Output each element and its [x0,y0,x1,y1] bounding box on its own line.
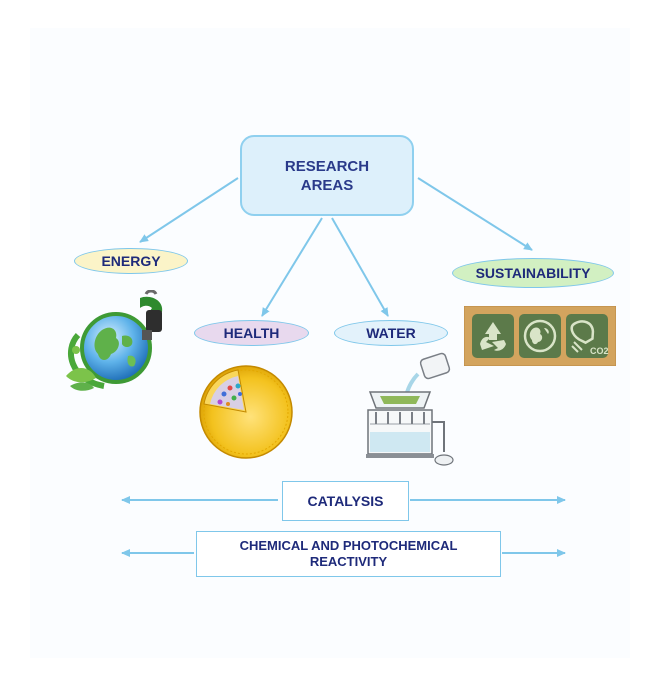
arrow-to-water [331,217,389,317]
research-areas-box: RESEARCH AREAS [240,135,414,216]
water-filter-icon [366,352,454,466]
reactivity-box: CHEMICAL AND PHOTOCHEMICAL REACTIVITY [196,531,501,577]
arrow-to-energy [139,177,239,243]
energy-label: ENERGY [74,248,188,274]
recycle-globe-bulb-icon: CO2 [464,306,616,366]
catalysis-box: CATALYSIS [282,481,409,521]
sustainability-label: SUSTAINABILITY [452,258,614,288]
co2-text: CO2 [590,346,609,356]
liposome-icon [199,365,293,459]
research-areas-line1: RESEARCH [284,157,370,175]
water-label: WATER [334,320,448,346]
research-areas-line2: AREAS [300,176,354,194]
arrow-to-health [261,217,323,317]
arrow-to-sustainability [417,177,533,251]
globe-fuel-pump-icon [66,290,163,391]
reactivity-line1: CHEMICAL AND PHOTOCHEMICAL [239,538,458,553]
reactivity-line2: REACTIVITY [309,554,388,569]
health-label: HEALTH [194,320,309,346]
